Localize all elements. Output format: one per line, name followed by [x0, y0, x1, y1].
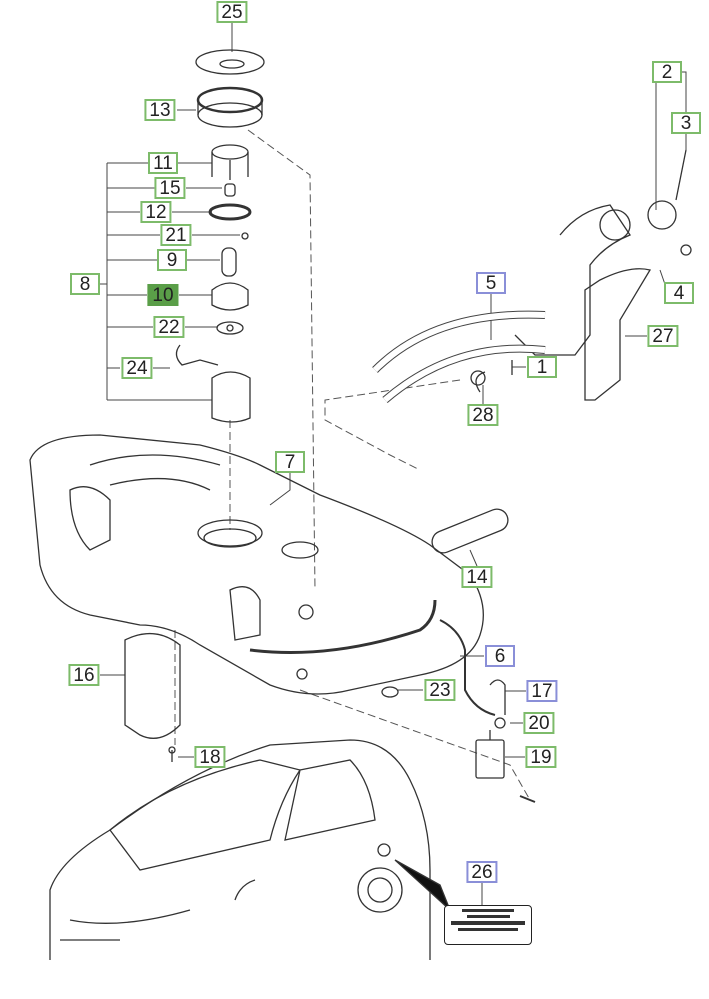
callout-part-15[interactable]: 15: [154, 177, 186, 199]
callout-part-13[interactable]: 13: [144, 99, 176, 121]
callout-part-24[interactable]: 24: [121, 357, 153, 379]
callout-part-21[interactable]: 21: [160, 224, 192, 246]
callout-part-18[interactable]: 18: [194, 746, 226, 768]
filler-neck-assembly: [372, 149, 692, 404]
callout-part-28[interactable]: 28: [467, 404, 499, 426]
callout-part-12[interactable]: 12: [140, 201, 172, 223]
callout-part-17[interactable]: 17: [526, 680, 558, 702]
callout-part-10[interactable]: 10: [147, 284, 179, 306]
callout-part-27[interactable]: 27: [647, 325, 679, 347]
callout-part-14[interactable]: 14: [461, 566, 493, 588]
callout-part-23[interactable]: 23: [424, 679, 456, 701]
callout-part-5[interactable]: 5: [476, 272, 506, 294]
fuel-tank: [29, 434, 484, 695]
callout-part-20[interactable]: 20: [523, 712, 555, 734]
leader-lines: [100, 23, 687, 905]
callout-part-8[interactable]: 8: [70, 273, 100, 295]
callout-part-19[interactable]: 19: [525, 746, 557, 768]
callout-part-25[interactable]: 25: [216, 1, 248, 23]
callout-part-1[interactable]: 1: [527, 356, 557, 378]
callout-part-9[interactable]: 9: [157, 249, 187, 271]
callout-part-16[interactable]: 16: [68, 664, 100, 686]
vehicle-outline: [49, 739, 451, 960]
callout-part-4[interactable]: 4: [664, 282, 694, 304]
callout-part-7[interactable]: 7: [275, 451, 305, 473]
callout-part-26[interactable]: 26: [466, 861, 498, 883]
callout-part-22[interactable]: 22: [153, 316, 185, 338]
misc-parts: [124, 371, 536, 803]
callout-part-11[interactable]: 11: [148, 152, 178, 174]
fuel-label-sticker: [444, 905, 532, 945]
pump-module-parts: [175, 49, 265, 423]
callout-part-6[interactable]: 6: [485, 645, 515, 667]
callout-part-3[interactable]: 3: [671, 112, 701, 134]
callout-part-2[interactable]: 2: [652, 61, 682, 83]
dashed-assembly-lines: [174, 129, 531, 801]
